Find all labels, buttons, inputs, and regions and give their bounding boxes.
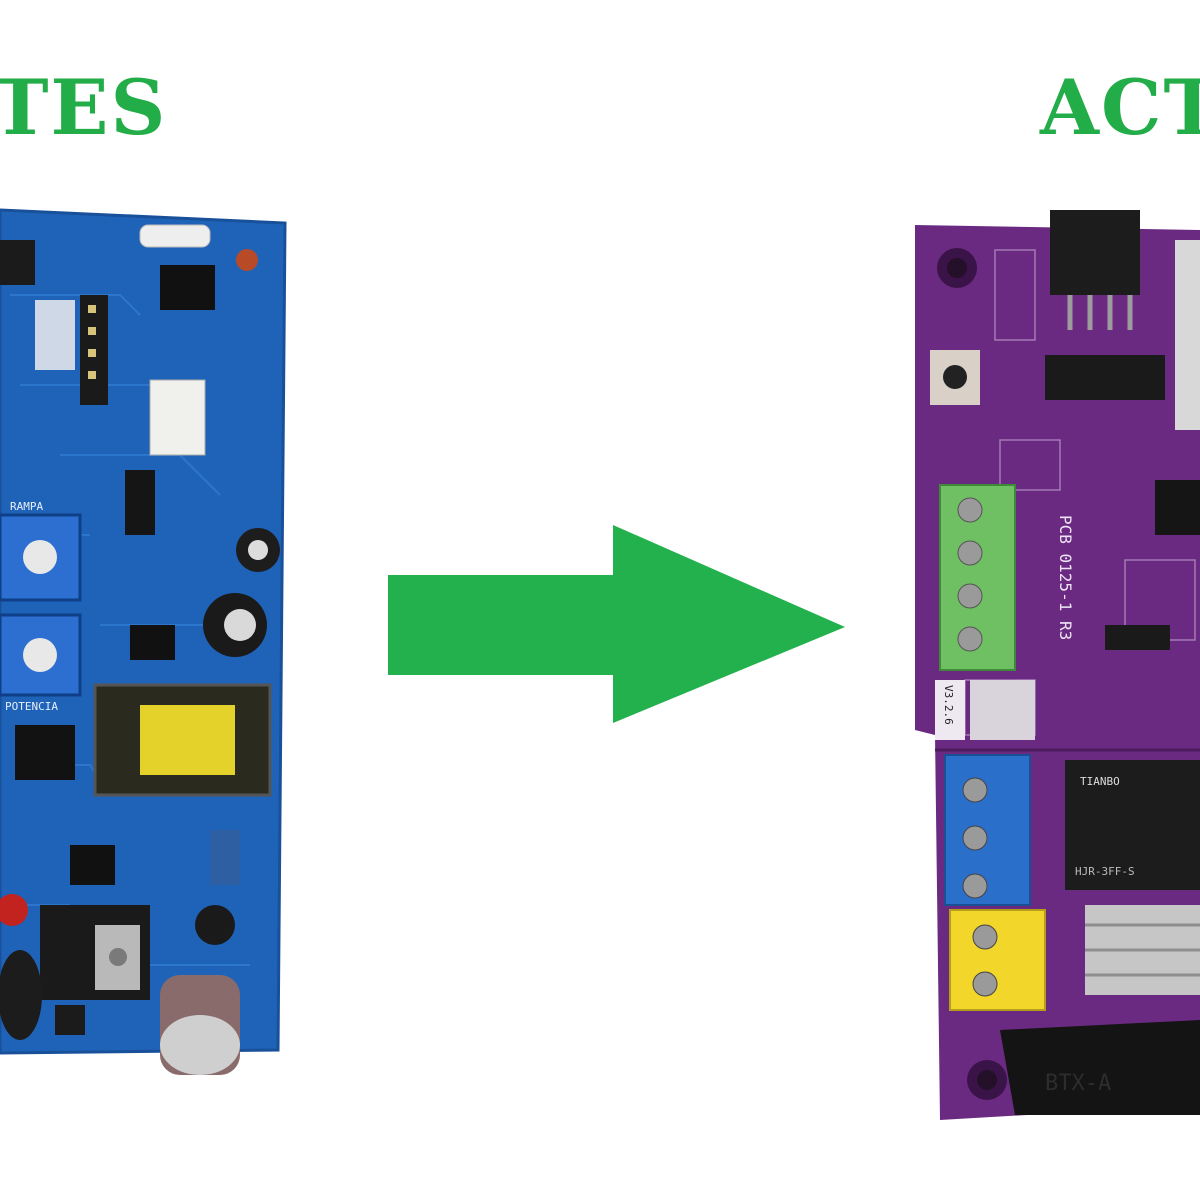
svg-text:V3.2.6: V3.2.6 <box>942 685 955 725</box>
svg-text:RAMPA: RAMPA <box>10 500 43 513</box>
blue-pcb-photo: RAMPA POTENCIA <box>0 208 287 1075</box>
svg-text:BTX-A: BTX-A <box>1045 1071 1111 1096</box>
right-arrow-icon <box>388 525 845 723</box>
heading-before: TES <box>0 63 168 152</box>
svg-text:HJR-3FF-S: HJR-3FF-S <box>1075 865 1135 878</box>
svg-text:PCB 0125-1 R3: PCB 0125-1 R3 <box>1056 515 1075 640</box>
heading-after: ACT <box>1040 63 1200 152</box>
purple-pcb-photo: PCB 0125-1 R3 V3.2.6 TIANBO HJR-3FF-S BT… <box>915 210 1200 1120</box>
svg-text:POTENCIA: POTENCIA <box>5 700 58 713</box>
svg-text:TIANBO: TIANBO <box>1080 775 1120 788</box>
